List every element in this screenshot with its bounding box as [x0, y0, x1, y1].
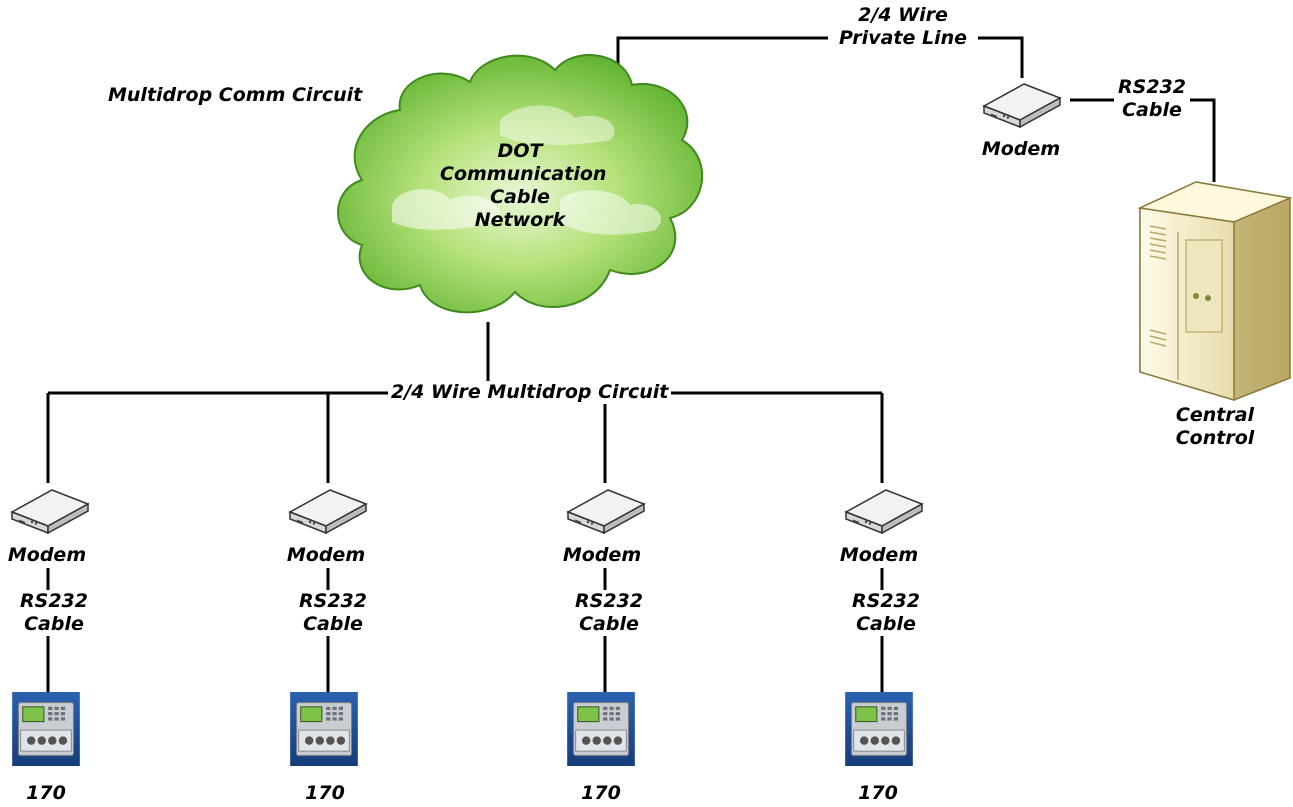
field-cable-label: RS232 Cable: [12, 590, 96, 636]
private-line-label: 2/4 Wire Private Line: [828, 4, 978, 50]
controller-icon-3: [567, 692, 635, 766]
private-line-label-line: Private Line: [838, 27, 968, 49]
controller-label: 170: [305, 782, 345, 804]
cable-label-line: RS232: [20, 590, 88, 612]
cloud-label: DOT Communication Cable Network: [440, 140, 607, 232]
cable-label-line: Cable: [1122, 99, 1182, 121]
server-label-line: Control: [1175, 427, 1255, 449]
field-modem-label: Modem: [4, 544, 90, 567]
cable-label-line: RS232: [575, 590, 643, 612]
cable-label-line: Cable: [856, 613, 916, 635]
controller-icon-4: [845, 692, 913, 766]
private-line-wire: [616, 36, 1024, 80]
central-control-label: Central Control: [1160, 404, 1270, 450]
cable-label-line: Cable: [579, 613, 639, 635]
server-label-line: Central: [1175, 404, 1255, 426]
cloud-label-line: DOT: [497, 140, 543, 162]
field-modem-label: Modem: [283, 544, 369, 567]
field-modem-icon-2: [289, 489, 367, 534]
cloud-icon: [337, 54, 704, 314]
diagram-title: Multidrop Comm Circuit: [108, 84, 363, 106]
field-cable-label: RS232 Cable: [567, 590, 651, 636]
server-tower-icon: [1137, 181, 1293, 402]
multidrop-circuit-label: 2/4 Wire Multidrop Circuit: [388, 381, 672, 404]
cloud-label-line: Network: [474, 209, 566, 231]
cable-label-line: Cable: [24, 613, 84, 635]
controller-label: 170: [858, 782, 898, 804]
central-modem-icon: [983, 83, 1061, 128]
controller-icon-2: [290, 692, 358, 766]
cable-label-line: RS232: [299, 590, 367, 612]
field-modem-label: Modem: [559, 544, 645, 567]
cloud-label-line: Cable: [490, 186, 550, 208]
cable-label-line: RS232: [1118, 76, 1186, 98]
field-modem-icon-3: [567, 489, 645, 534]
field-modem-icon-1: [11, 489, 89, 534]
field-cable-label: RS232 Cable: [844, 590, 928, 636]
cable-label-line: RS232: [852, 590, 920, 612]
central-cable-label: RS232 Cable: [1114, 76, 1190, 122]
controller-label: 170: [581, 782, 621, 804]
cable-label-line: Cable: [303, 613, 363, 635]
controller-icon-1: [12, 692, 80, 766]
private-line-label-line: 2/4 Wire: [858, 4, 948, 26]
field-modem-icon-4: [845, 489, 923, 534]
cloud-label-line: Communication: [440, 163, 607, 185]
field-cable-label: RS232 Cable: [291, 590, 375, 636]
controller-label: 170: [26, 782, 66, 804]
central-modem-label: Modem: [981, 138, 1061, 160]
field-modem-label: Modem: [836, 544, 922, 567]
